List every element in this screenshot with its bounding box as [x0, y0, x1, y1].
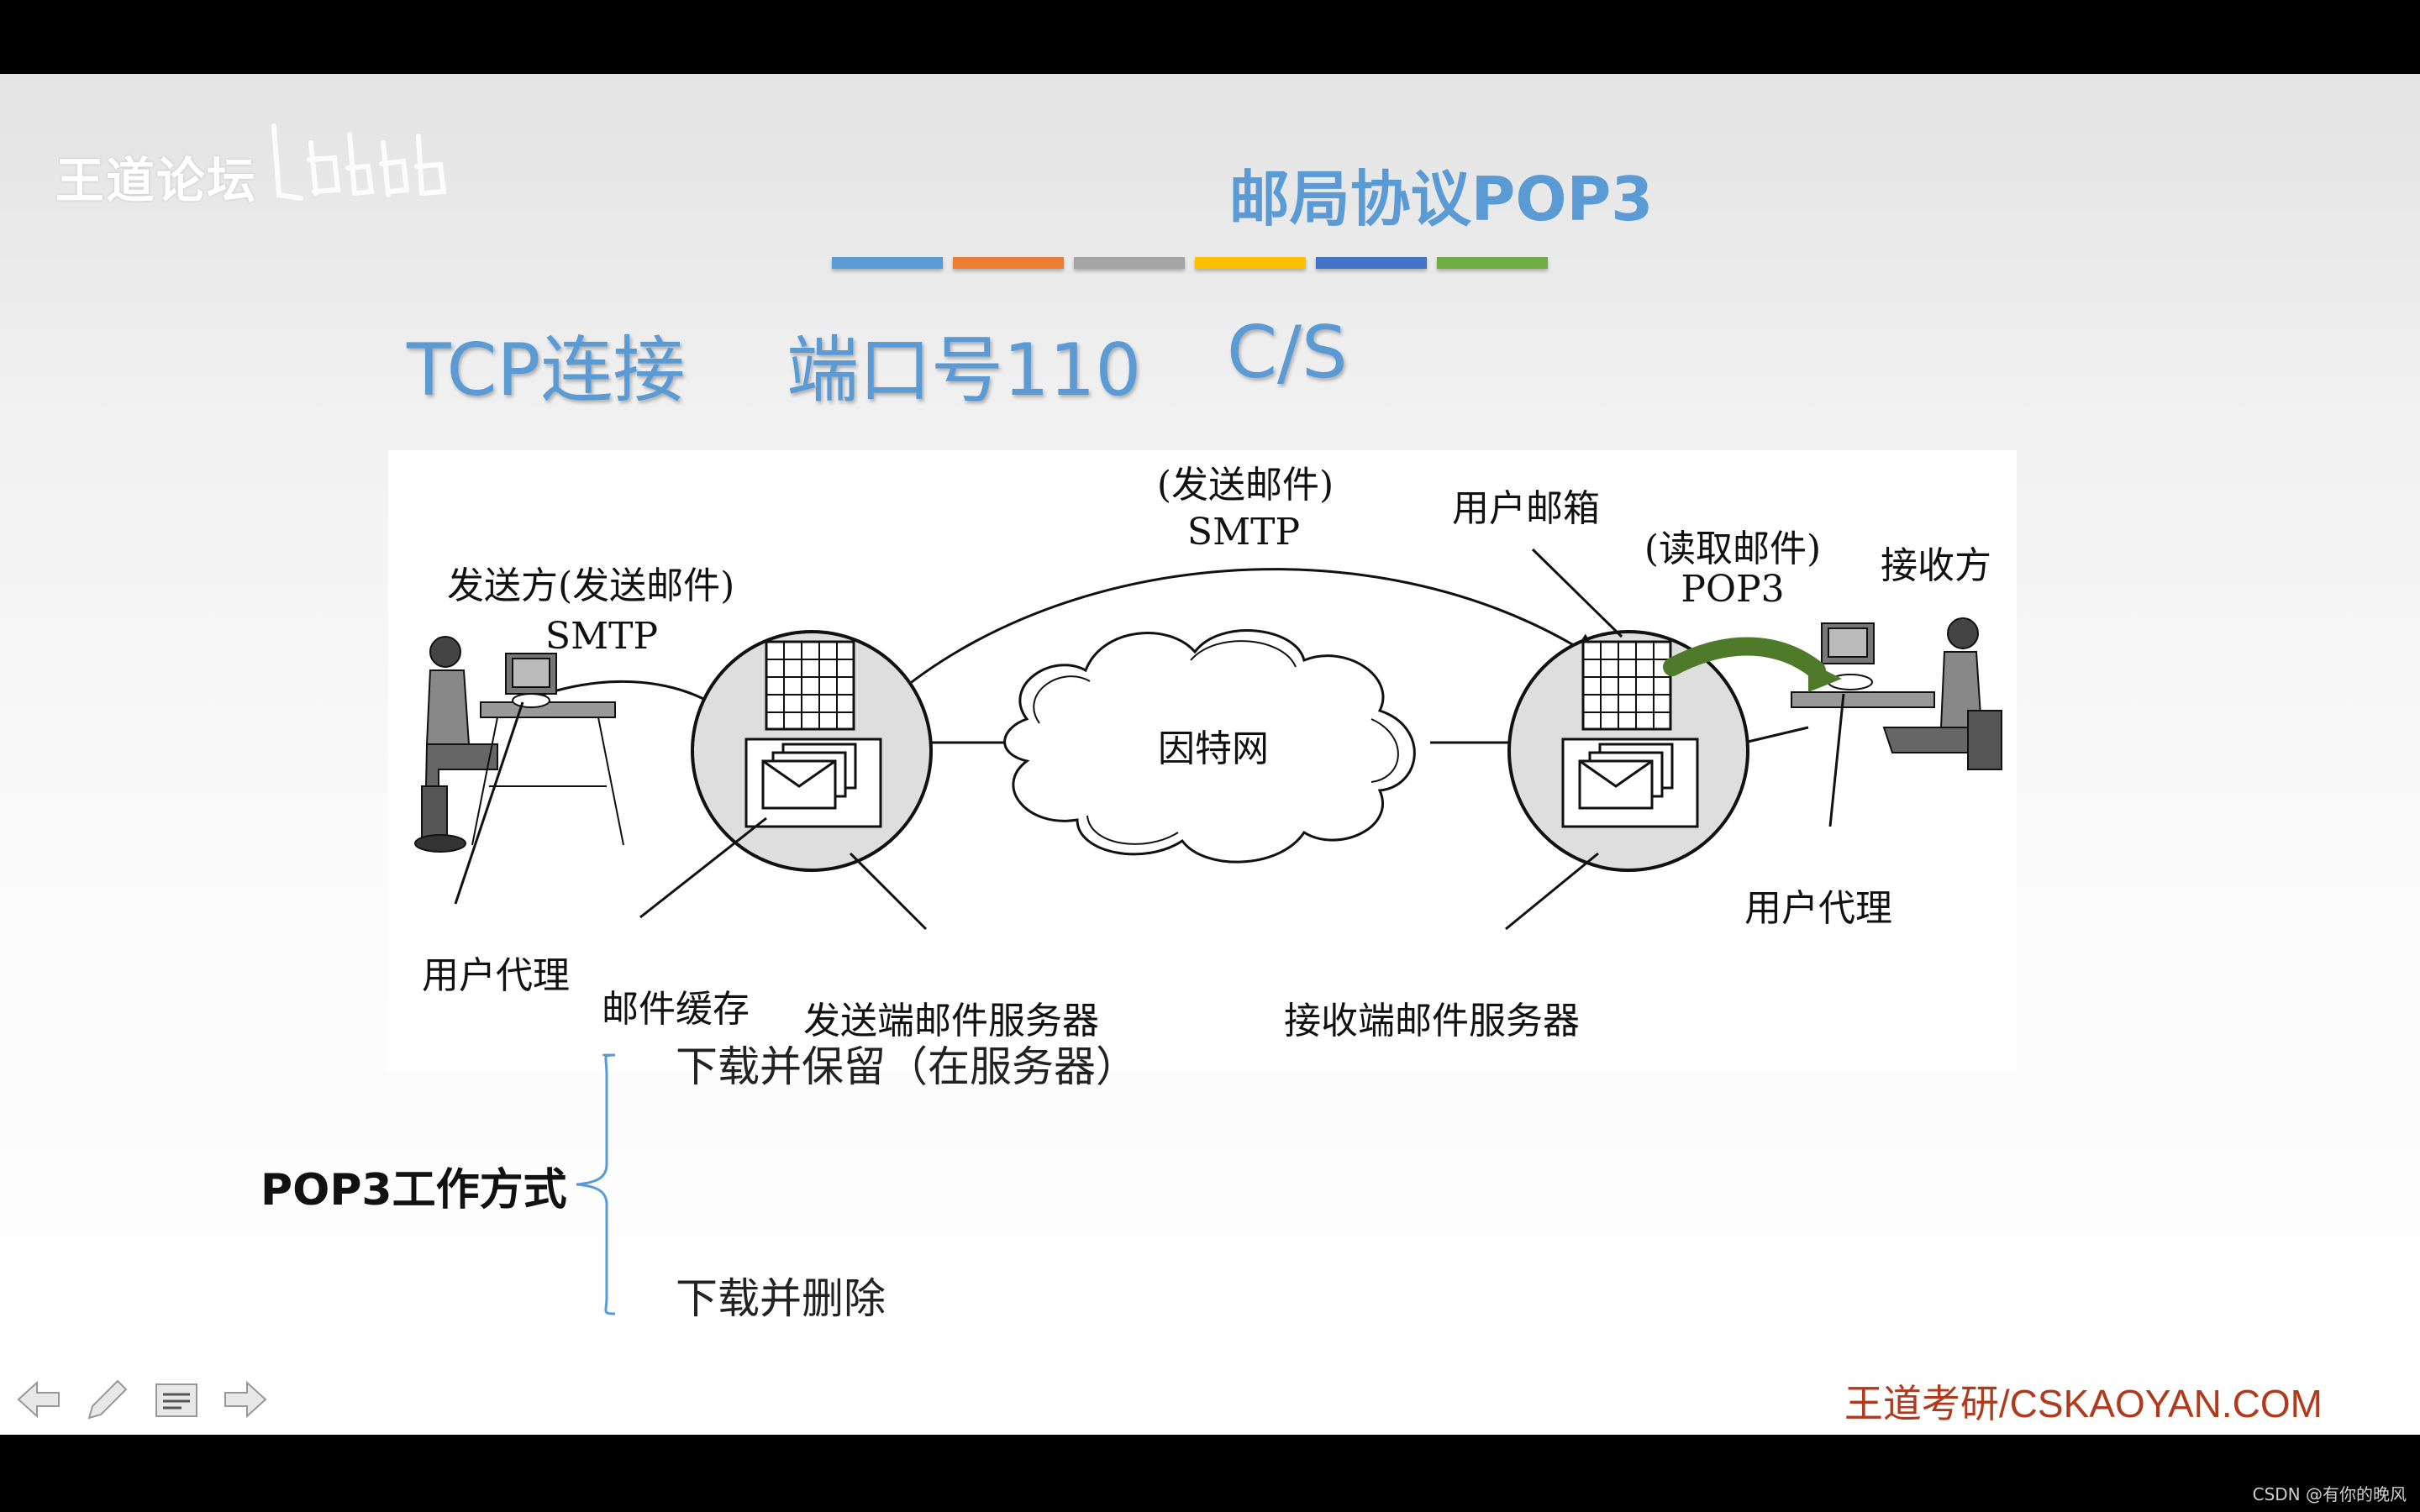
- slide-title: 邮局协议POP3: [1228, 164, 1654, 234]
- csdn-watermark: CSDN @有你的晚风: [2252, 1484, 2407, 1504]
- user-agent-right: 用户代理: [1744, 887, 1892, 930]
- pop3-modes-label: POP3工作方式: [260, 1165, 567, 1215]
- color-bar: [1316, 257, 1427, 269]
- send-server-icon: [691, 630, 933, 872]
- email-flow-diagram: 发送方(发送邮件) SMTP (发送邮件) SMTP 用户邮箱 (读取邮件) P…: [388, 450, 2017, 1072]
- internet-label: 因特网: [1158, 727, 1269, 770]
- color-bar: [1195, 257, 1306, 269]
- top-label: (发送邮件): [1157, 464, 1334, 507]
- watermark-text: 王道论坛: [55, 152, 258, 209]
- color-bar: [953, 257, 1064, 269]
- arrow-right-icon: [224, 1380, 267, 1419]
- color-bar: [1437, 257, 1548, 269]
- sender-label: 发送方(发送邮件): [447, 564, 734, 607]
- subtitle-tcp: TCP连接: [407, 328, 686, 412]
- menu-icon: [155, 1383, 197, 1417]
- subtitle-port: 端口号110: [786, 328, 1142, 412]
- receiver-person-icon: [1791, 617, 2002, 770]
- mode-delete: 下载并删除: [676, 1274, 886, 1323]
- send-server-label: 发送端邮件服务器: [803, 1000, 1099, 1042]
- sender-protocol: SMTP: [545, 615, 658, 658]
- internet-cloud-icon: [1003, 629, 1416, 864]
- mailbox-label: 用户邮箱: [1452, 487, 1600, 530]
- mail-cache-label: 邮件缓存: [602, 988, 750, 1031]
- sender-person-icon: [414, 636, 624, 853]
- recv-server-label: 接收端邮件服务器: [1284, 1000, 1580, 1042]
- read-protocol: POP3: [1681, 568, 1784, 611]
- nav-next-button[interactable]: [220, 1374, 271, 1425]
- slide: 王道论坛 邮局协议POP3 TCP连接 端口号110 C/S: [0, 74, 2420, 1435]
- bilibili-logo: [271, 123, 447, 201]
- nav-menu-button[interactable]: [151, 1374, 202, 1425]
- top-protocol: SMTP: [1187, 511, 1300, 554]
- receiver-label: 接收方: [1881, 544, 1991, 587]
- color-bar: [832, 257, 943, 269]
- read-label: (读取邮件): [1644, 528, 1821, 570]
- user-agent-left: 用户代理: [422, 954, 570, 997]
- brand-footer: 王道考研/CSKAOYAN.COM: [1844, 1382, 2323, 1425]
- subtitle-cs: C/S: [1227, 311, 1348, 395]
- recv-server-icon: [1507, 630, 1749, 872]
- nav-prev-button[interactable]: [13, 1374, 64, 1425]
- mode-keep: 下载并保留（在服务器）: [676, 1042, 1138, 1091]
- brace-icon: [576, 1053, 616, 1315]
- pencil-icon: [87, 1379, 128, 1420]
- color-bar: [1074, 257, 1185, 269]
- nav-pen-button[interactable]: [81, 1374, 131, 1425]
- arrow-left-icon: [17, 1380, 60, 1419]
